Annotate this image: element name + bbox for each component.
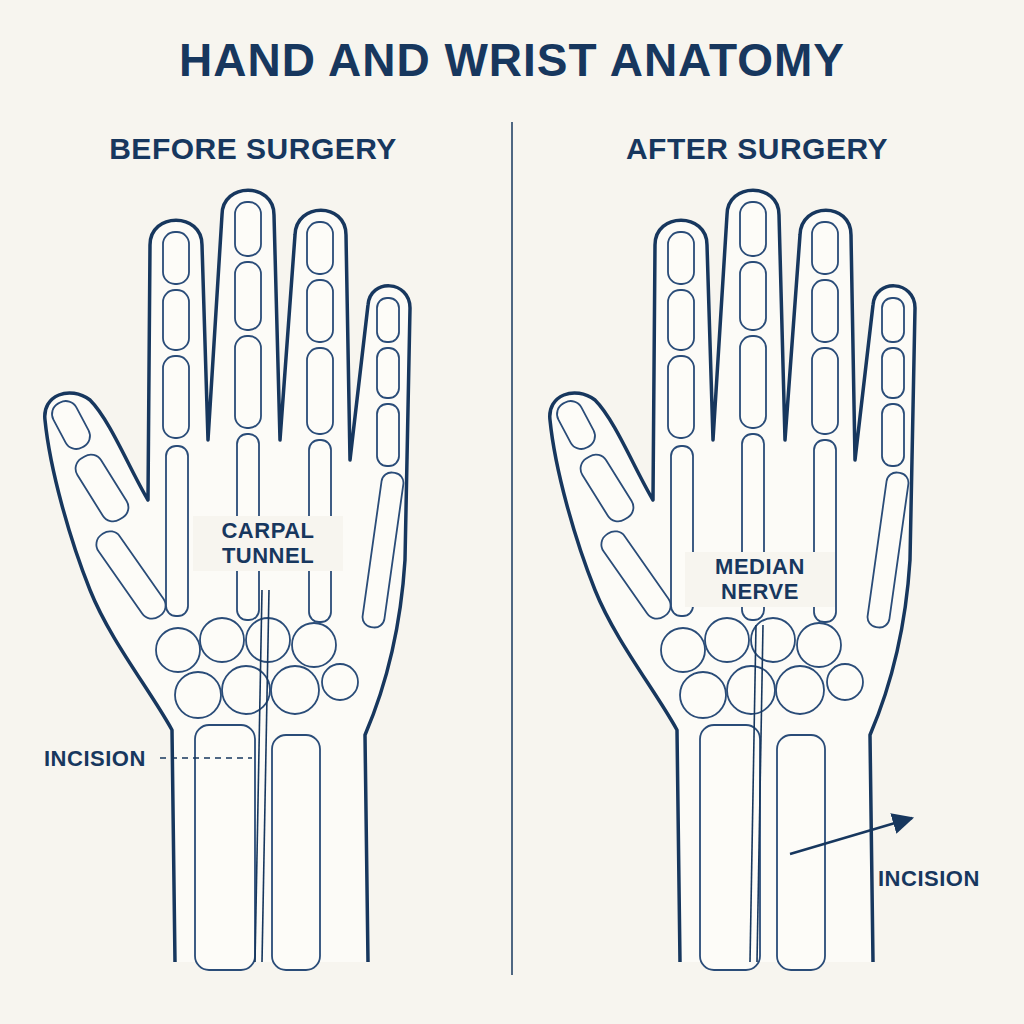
diagram-title: HAND AND WRIST ANATOMY — [0, 34, 1024, 87]
incision-label: INCISION — [44, 746, 156, 771]
structure-label: CARPAL TUNNEL — [193, 516, 343, 571]
structure-label: MEDIAN NERVE — [685, 552, 835, 607]
incision-label: INCISION — [878, 866, 1008, 891]
panel-heading: BEFORE SURGERY — [33, 132, 473, 167]
panel-heading: AFTER SURGERY — [537, 132, 977, 167]
